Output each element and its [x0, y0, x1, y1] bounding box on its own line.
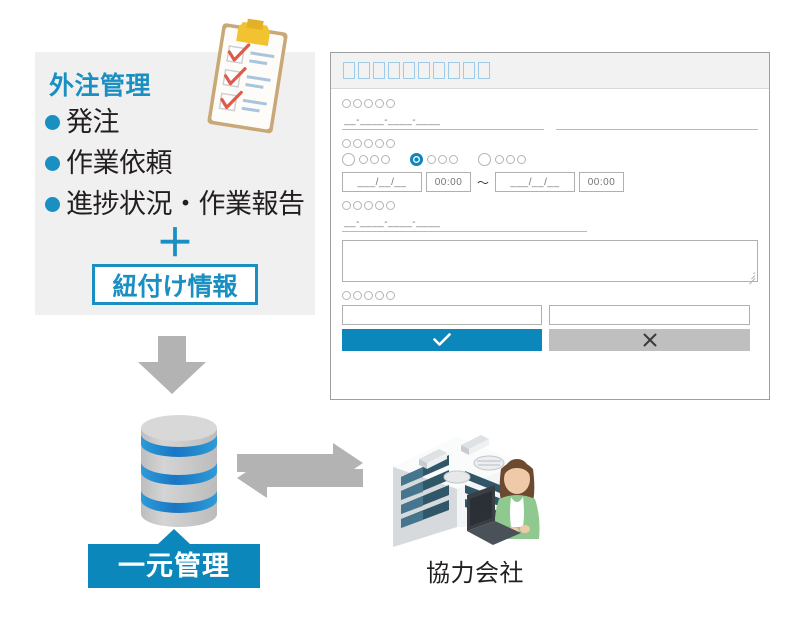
label-glyph	[353, 99, 362, 108]
title-glyph	[403, 62, 415, 79]
office-building-worker-icon	[385, 415, 557, 556]
label-glyph	[375, 99, 384, 108]
radio-option-3[interactable]	[478, 153, 528, 166]
link-info-box: 紐付け情報	[92, 264, 258, 305]
arrow-down-icon	[126, 336, 218, 399]
submit-button[interactable]	[342, 329, 542, 351]
schedule-radio-row	[342, 153, 758, 166]
radio-label-glyph	[370, 155, 379, 164]
title-glyph	[448, 62, 460, 79]
detail-field	[342, 201, 758, 285]
title-glyph	[358, 62, 370, 79]
assignee-field-label	[342, 291, 758, 300]
datetime-range-row: ～	[342, 172, 758, 192]
form-action-buttons	[342, 329, 758, 351]
form-body: ～	[331, 89, 769, 351]
plus-icon: ＋	[155, 223, 194, 265]
radio-button[interactable]	[478, 153, 491, 166]
cancel-button[interactable]	[549, 329, 750, 351]
label-glyph	[364, 99, 373, 108]
link-info-label: 紐付け情報	[112, 272, 238, 301]
notes-textarea[interactable]	[342, 240, 758, 285]
list-item-label: 発注	[66, 107, 120, 137]
order-form-window: ～	[330, 52, 770, 400]
close-icon	[643, 333, 656, 347]
label-glyph	[375, 201, 384, 210]
radio-label-glyph	[359, 155, 368, 164]
label-glyph	[342, 291, 351, 300]
assignee-input-right[interactable]	[549, 305, 750, 325]
detail-field-label	[342, 201, 758, 210]
label-glyph	[364, 291, 373, 300]
title-glyph	[388, 62, 400, 79]
unified-management-callout: 一元管理	[88, 529, 260, 588]
radio-button[interactable]	[342, 153, 355, 166]
title-glyph	[343, 62, 355, 79]
title-glyph	[373, 62, 385, 79]
list-item: 発注	[45, 102, 315, 143]
radio-button-selected[interactable]	[410, 153, 423, 166]
list-item: 進捗状況・作業報告	[45, 184, 315, 225]
reference-input-left[interactable]	[342, 113, 544, 130]
bullet-dot-icon	[45, 197, 60, 212]
assignee-input-left[interactable]	[342, 305, 542, 325]
reference-field	[342, 99, 758, 130]
label-glyph	[342, 139, 351, 148]
label-glyph	[375, 291, 384, 300]
title-glyph	[478, 62, 490, 79]
schedule-field-label	[342, 139, 758, 148]
reference-field-label	[342, 99, 758, 108]
check-icon	[433, 333, 451, 346]
list-item-label: 作業依頼	[66, 148, 173, 178]
end-time-input[interactable]	[579, 172, 625, 192]
unified-management-label: 一元管理	[118, 550, 230, 581]
list-item: 作業依頼	[45, 143, 315, 184]
database-cylinder-icon	[133, 414, 225, 544]
radio-label-glyph	[517, 155, 526, 164]
label-glyph	[386, 291, 395, 300]
title-glyph	[433, 62, 445, 79]
label-glyph	[353, 291, 362, 300]
assignee-field	[342, 291, 758, 351]
label-glyph	[386, 139, 395, 148]
clipboard-checklist-icon	[196, 18, 308, 151]
title-glyph	[463, 62, 475, 79]
resize-handle-icon[interactable]	[747, 272, 756, 285]
radio-option-2[interactable]	[410, 153, 460, 166]
end-date-input[interactable]	[495, 172, 576, 192]
detail-input[interactable]	[342, 215, 587, 232]
range-separator: ～	[477, 175, 490, 190]
form-titlebar	[331, 53, 769, 89]
reference-input-right[interactable]	[556, 113, 758, 130]
panel-title: 外注管理	[49, 72, 152, 100]
start-time-input[interactable]	[426, 172, 471, 192]
radio-label-glyph	[438, 155, 447, 164]
bullet-dot-icon	[45, 156, 60, 171]
radio-label-glyph	[495, 155, 504, 164]
label-glyph	[353, 201, 362, 210]
form-title-glyphs	[343, 62, 493, 79]
bullet-dot-icon	[45, 115, 60, 130]
start-date-input[interactable]	[342, 172, 422, 192]
list-item-label: 進捗状況・作業報告	[66, 189, 305, 219]
schedule-field: ～	[342, 139, 758, 192]
label-glyph	[353, 139, 362, 148]
label-glyph	[375, 139, 384, 148]
label-glyph	[364, 201, 373, 210]
label-glyph	[342, 99, 351, 108]
radio-option-1[interactable]	[342, 153, 392, 166]
bidirectional-arrows-icon	[237, 443, 363, 514]
label-glyph	[342, 201, 351, 210]
radio-label-glyph	[427, 155, 436, 164]
label-glyph	[386, 201, 395, 210]
radio-label-glyph	[506, 155, 515, 164]
radio-label-glyph	[449, 155, 458, 164]
label-glyph	[364, 139, 373, 148]
feature-list: 発注 作業依頼 進捗状況・作業報告	[45, 102, 315, 225]
radio-label-glyph	[381, 155, 390, 164]
title-glyph	[418, 62, 430, 79]
partner-company-label: 協力会社	[426, 560, 524, 587]
label-glyph	[386, 99, 395, 108]
